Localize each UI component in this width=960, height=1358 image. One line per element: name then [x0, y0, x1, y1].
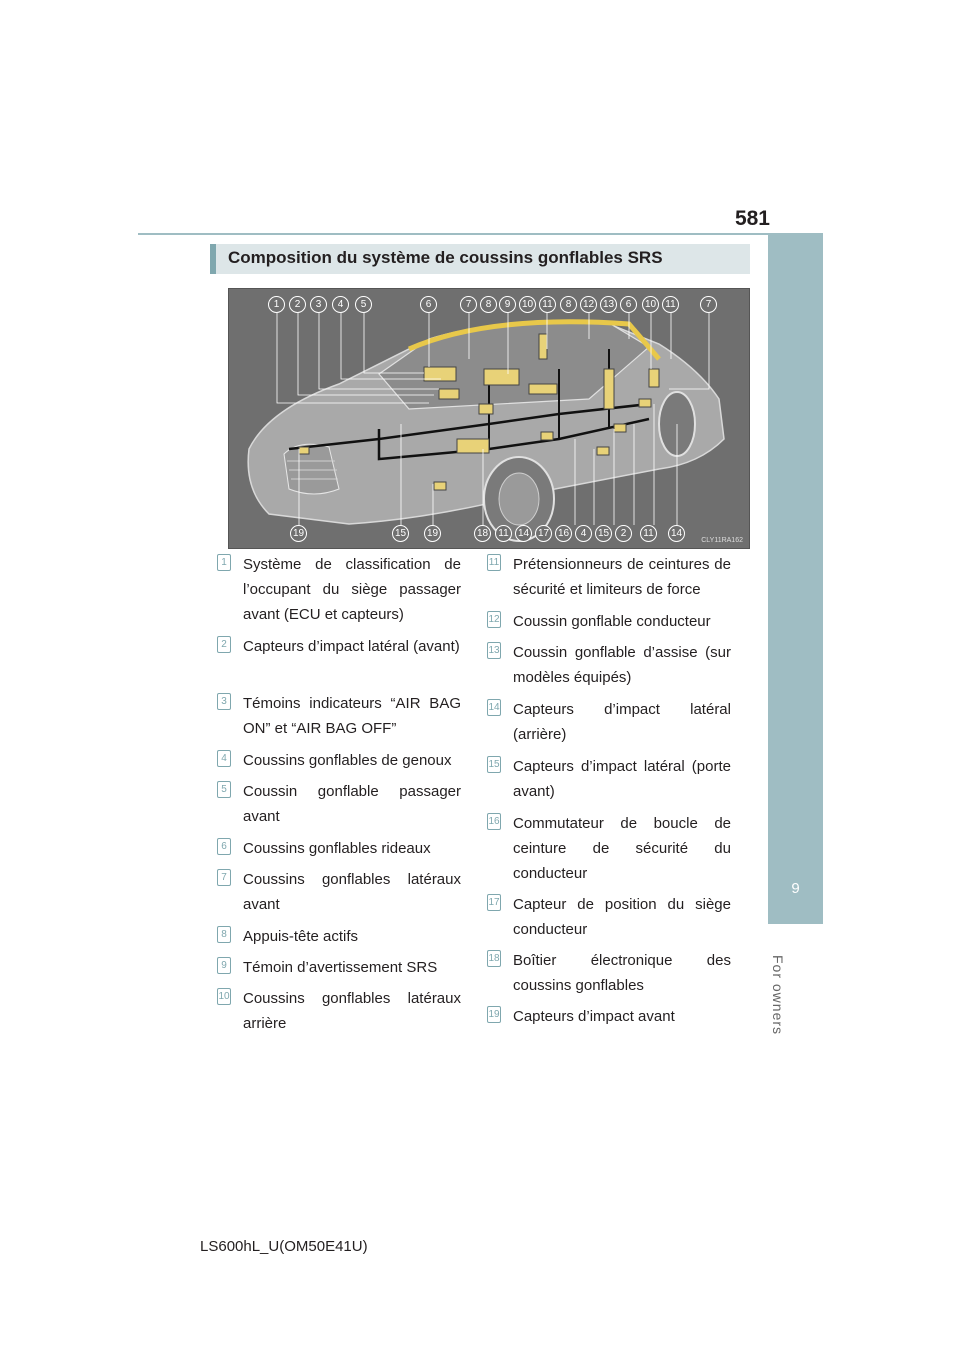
callout-top: 8 — [480, 296, 497, 313]
callout-bottom: 2 — [615, 525, 632, 542]
legend-number: 18 — [487, 950, 501, 967]
section-header: Composition du système de coussins gonfl… — [210, 244, 750, 274]
figure-code: CLY11RA162 — [701, 537, 743, 544]
callout-top: 5 — [355, 296, 372, 313]
callout-top: 10 — [642, 296, 659, 313]
legend-number: 17 — [487, 894, 501, 911]
legend-text: Coussin gonflable d’assise (sur modèles … — [513, 644, 731, 686]
legend-number: 16 — [487, 813, 501, 830]
callout-top: 11 — [662, 296, 679, 313]
legend-number: 19 — [487, 1006, 501, 1023]
chapter-tab-label-wrap: For owners — [770, 955, 790, 1035]
legend-number: 10 — [217, 988, 231, 1005]
callout-bottom: 11 — [640, 525, 657, 542]
callout-bottom: 14 — [668, 525, 685, 542]
legend-number: 15 — [487, 756, 501, 773]
chapter-tab-number: 9 — [791, 880, 800, 897]
legend-number: 9 — [217, 957, 231, 974]
callout-bottom: 15 — [392, 525, 409, 542]
callout-top: 6 — [620, 296, 637, 313]
legend-number: 8 — [217, 926, 231, 943]
component-box — [423, 366, 457, 382]
callout-top: 13 — [600, 296, 617, 313]
header-rule — [138, 233, 823, 235]
car-grille — [283, 443, 340, 495]
legend-text: Capteurs d’impact latéral (avant) — [243, 638, 460, 655]
legend-text: Capteurs d’impact avant — [513, 1008, 675, 1025]
legend-text: Commutateur de boucle de ceinture de séc… — [513, 815, 731, 882]
chapter-tab-label: For owners — [770, 955, 786, 1036]
legend-number: 14 — [487, 699, 501, 716]
callout-bottom: 15 — [595, 525, 612, 542]
callout-bottom: 19 — [290, 525, 307, 542]
car-illustration — [247, 313, 725, 542]
legend-text: Système de classification de l’occupant … — [243, 556, 461, 623]
callout-top: 4 — [332, 296, 349, 313]
legend-number: 7 — [217, 869, 231, 886]
legend-text: Boîtier électronique des coussins gonfla… — [513, 952, 731, 994]
callout-top: 8 — [560, 296, 577, 313]
callout-top: 7 — [700, 296, 717, 313]
legend-text: Coussin gonflable conducteur — [513, 613, 711, 630]
chapter-tab — [768, 234, 823, 924]
curtain-airbag — [407, 319, 661, 361]
callout-top: 3 — [310, 296, 327, 313]
legend-number: 1 — [217, 554, 231, 571]
callout-bottom: 16 — [555, 525, 572, 542]
legend-text: Coussins gonflables de genoux — [243, 752, 452, 769]
legend-number: 2 — [217, 636, 231, 653]
legend-number: 3 — [217, 693, 231, 710]
legend-text: Coussins gonflables rideaux — [243, 840, 431, 857]
callout-top: 9 — [499, 296, 516, 313]
legend-text: Prétensionneurs de ceintures de sécurité… — [513, 556, 731, 598]
airbag-system-figure: 1 2 3 4 5 6 7 8 9 10 11 8 12 13 6 10 11 … — [228, 288, 750, 549]
legend-text: Appuis-tête actifs — [243, 928, 359, 945]
callout-bottom: 17 — [535, 525, 552, 542]
legend-text: Coussins gonflables latéraux arrière — [243, 990, 461, 1032]
legend-text: Coussins gonflables latéraux avant — [243, 871, 461, 913]
callout-bottom: 19 — [424, 525, 441, 542]
callout-bottom: 11 — [495, 525, 512, 542]
legend-text: Témoins indicateurs “AIR BAG ON” et “AIR… — [243, 695, 461, 737]
legend-text: Coussin gonflable passager avant — [243, 783, 461, 825]
callout-bottom: 4 — [575, 525, 592, 542]
legend-number: 13 — [487, 642, 501, 659]
legend-text: Capteurs d’impact latéral (arrière) — [513, 701, 731, 743]
page-number: 581 — [734, 207, 770, 230]
section-title: Composition du système de coussins gonfl… — [228, 248, 663, 267]
callout-top: 12 — [580, 296, 597, 313]
legend-number: 4 — [217, 750, 231, 767]
callout-top: 1 — [268, 296, 285, 313]
footer-model-code: LS600hL_U(OM50E41U) — [200, 1238, 368, 1255]
leader-lines — [276, 313, 710, 525]
legend-number: 11 — [487, 554, 501, 571]
legend-number: 5 — [217, 781, 231, 798]
callout-bottom: 14 — [515, 525, 532, 542]
legend-number: 12 — [487, 611, 501, 628]
legend-text: Capteurs d’impact latéral (porte avant) — [513, 758, 731, 800]
callout-bottom: 18 — [474, 525, 491, 542]
legend-text: Témoin d’avertissement SRS — [243, 959, 438, 976]
callout-top: 10 — [519, 296, 536, 313]
callout-top: 2 — [289, 296, 306, 313]
legend-text: Capteur de position du siège conducteur — [513, 896, 731, 938]
callout-top: 6 — [420, 296, 437, 313]
callout-top: 11 — [539, 296, 556, 313]
legend-number: 6 — [217, 838, 231, 855]
callout-top: 7 — [460, 296, 477, 313]
